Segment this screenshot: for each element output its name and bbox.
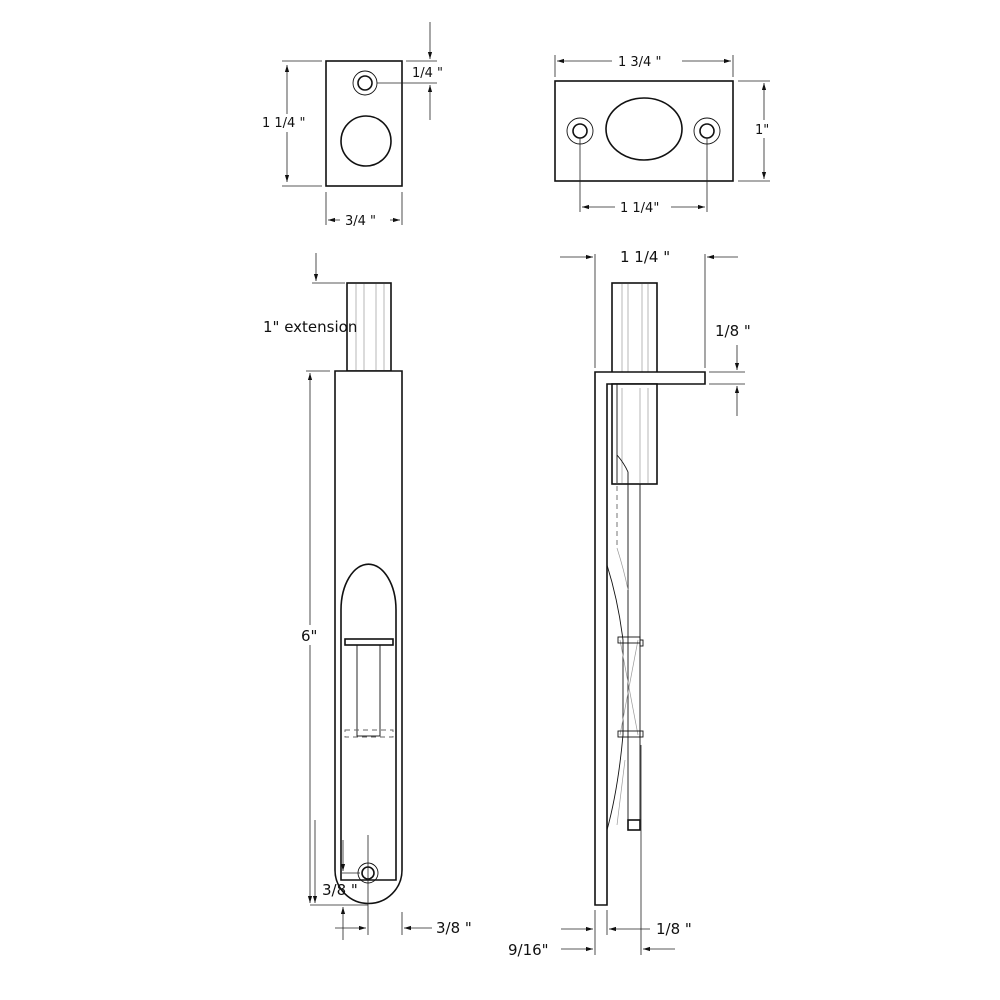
side-face-width-label: 1 1/4 " <box>620 248 670 266</box>
bolt-hole <box>340 115 392 167</box>
lever-shaft <box>356 644 381 737</box>
wide-plate-height-label: 1" <box>755 123 769 138</box>
bolt-hole-oval <box>605 97 683 161</box>
side-extension-rod <box>611 282 658 374</box>
bolt-front-view <box>296 253 432 940</box>
small-plate-hole-offset-label: 1/4 " <box>412 66 443 81</box>
small-plate-width-label: 3/4 " <box>345 214 376 229</box>
screw-hole-left <box>572 123 588 139</box>
wide-plate-hole-spacing-label: 1 1/4" <box>620 201 659 216</box>
side-face-thickness-label: 1/8 " <box>715 322 751 340</box>
collar-top <box>617 636 641 644</box>
bolt-tip <box>616 454 629 484</box>
strike-plate-wide-view <box>554 52 776 216</box>
pin-top <box>639 639 644 647</box>
collar-bottom <box>617 730 641 738</box>
bolt-length-label: 6" <box>301 627 317 645</box>
wide-plate-width-label: 1 3/4 " <box>618 55 661 70</box>
screw-hole <box>357 75 373 91</box>
faceplate-l-profile <box>594 371 706 906</box>
extension-label: 1" extension <box>263 318 357 336</box>
thumb-slot <box>340 563 397 881</box>
strike-plate-small-view <box>258 22 437 228</box>
pin-bottom <box>639 730 644 738</box>
lever-head <box>344 638 394 646</box>
screw-hole-right <box>699 123 715 139</box>
side-plate-thickness-label: 1/8 " <box>656 920 692 938</box>
small-plate-height-label: 1 1/4 " <box>262 116 305 131</box>
bolt-body-end <box>627 819 641 831</box>
hole-bottom-offset-label: 3/8 " <box>322 881 358 899</box>
bolt-side-view <box>560 254 745 955</box>
side-body-depth-label: 9/16" <box>508 941 549 959</box>
bolt-body-upper <box>611 383 658 485</box>
spring-curve <box>606 564 624 831</box>
hole-side-offset-label: 3/8 " <box>436 919 472 937</box>
